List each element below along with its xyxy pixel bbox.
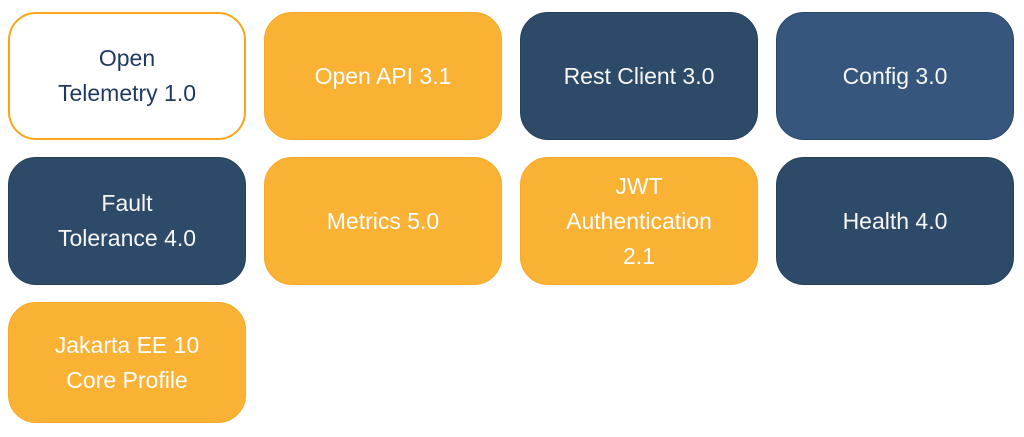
- card-jwt-authentication-label: JWT Authentication 2.1: [566, 172, 712, 269]
- card-health-label: Health 4.0: [842, 207, 948, 234]
- card-open-api-label: Open API 3.1: [314, 62, 452, 89]
- card-fault-tolerance-label: Fault Tolerance 4.0: [57, 190, 197, 251]
- card-open-telemetry: Open Telemetry 1.0: [8, 12, 246, 140]
- card-config-label: Config 3.0: [842, 62, 948, 89]
- card-rest-client-label: Rest Client 3.0: [563, 62, 715, 89]
- card-fault-tolerance: Fault Tolerance 4.0: [8, 157, 246, 285]
- card-jwt-authentication: JWT Authentication 2.1: [520, 157, 758, 285]
- card-metrics-label: Metrics 5.0: [326, 207, 440, 234]
- card-rest-client: Rest Client 3.0: [520, 12, 758, 140]
- card-open-api: Open API 3.1: [264, 12, 502, 140]
- card-config: Config 3.0: [776, 12, 1014, 140]
- card-metrics: Metrics 5.0: [264, 157, 502, 285]
- card-open-telemetry-label: Open Telemetry 1.0: [57, 45, 197, 106]
- card-health: Health 4.0: [776, 157, 1014, 285]
- card-jakarta-ee-core-profile: Jakarta EE 10 Core Profile: [8, 302, 246, 423]
- card-jakarta-ee-core-profile-label: Jakarta EE 10 Core Profile: [54, 331, 200, 393]
- spec-card-grid: Open Telemetry 1.0 Open API 3.1 Rest Cli…: [8, 12, 1024, 423]
